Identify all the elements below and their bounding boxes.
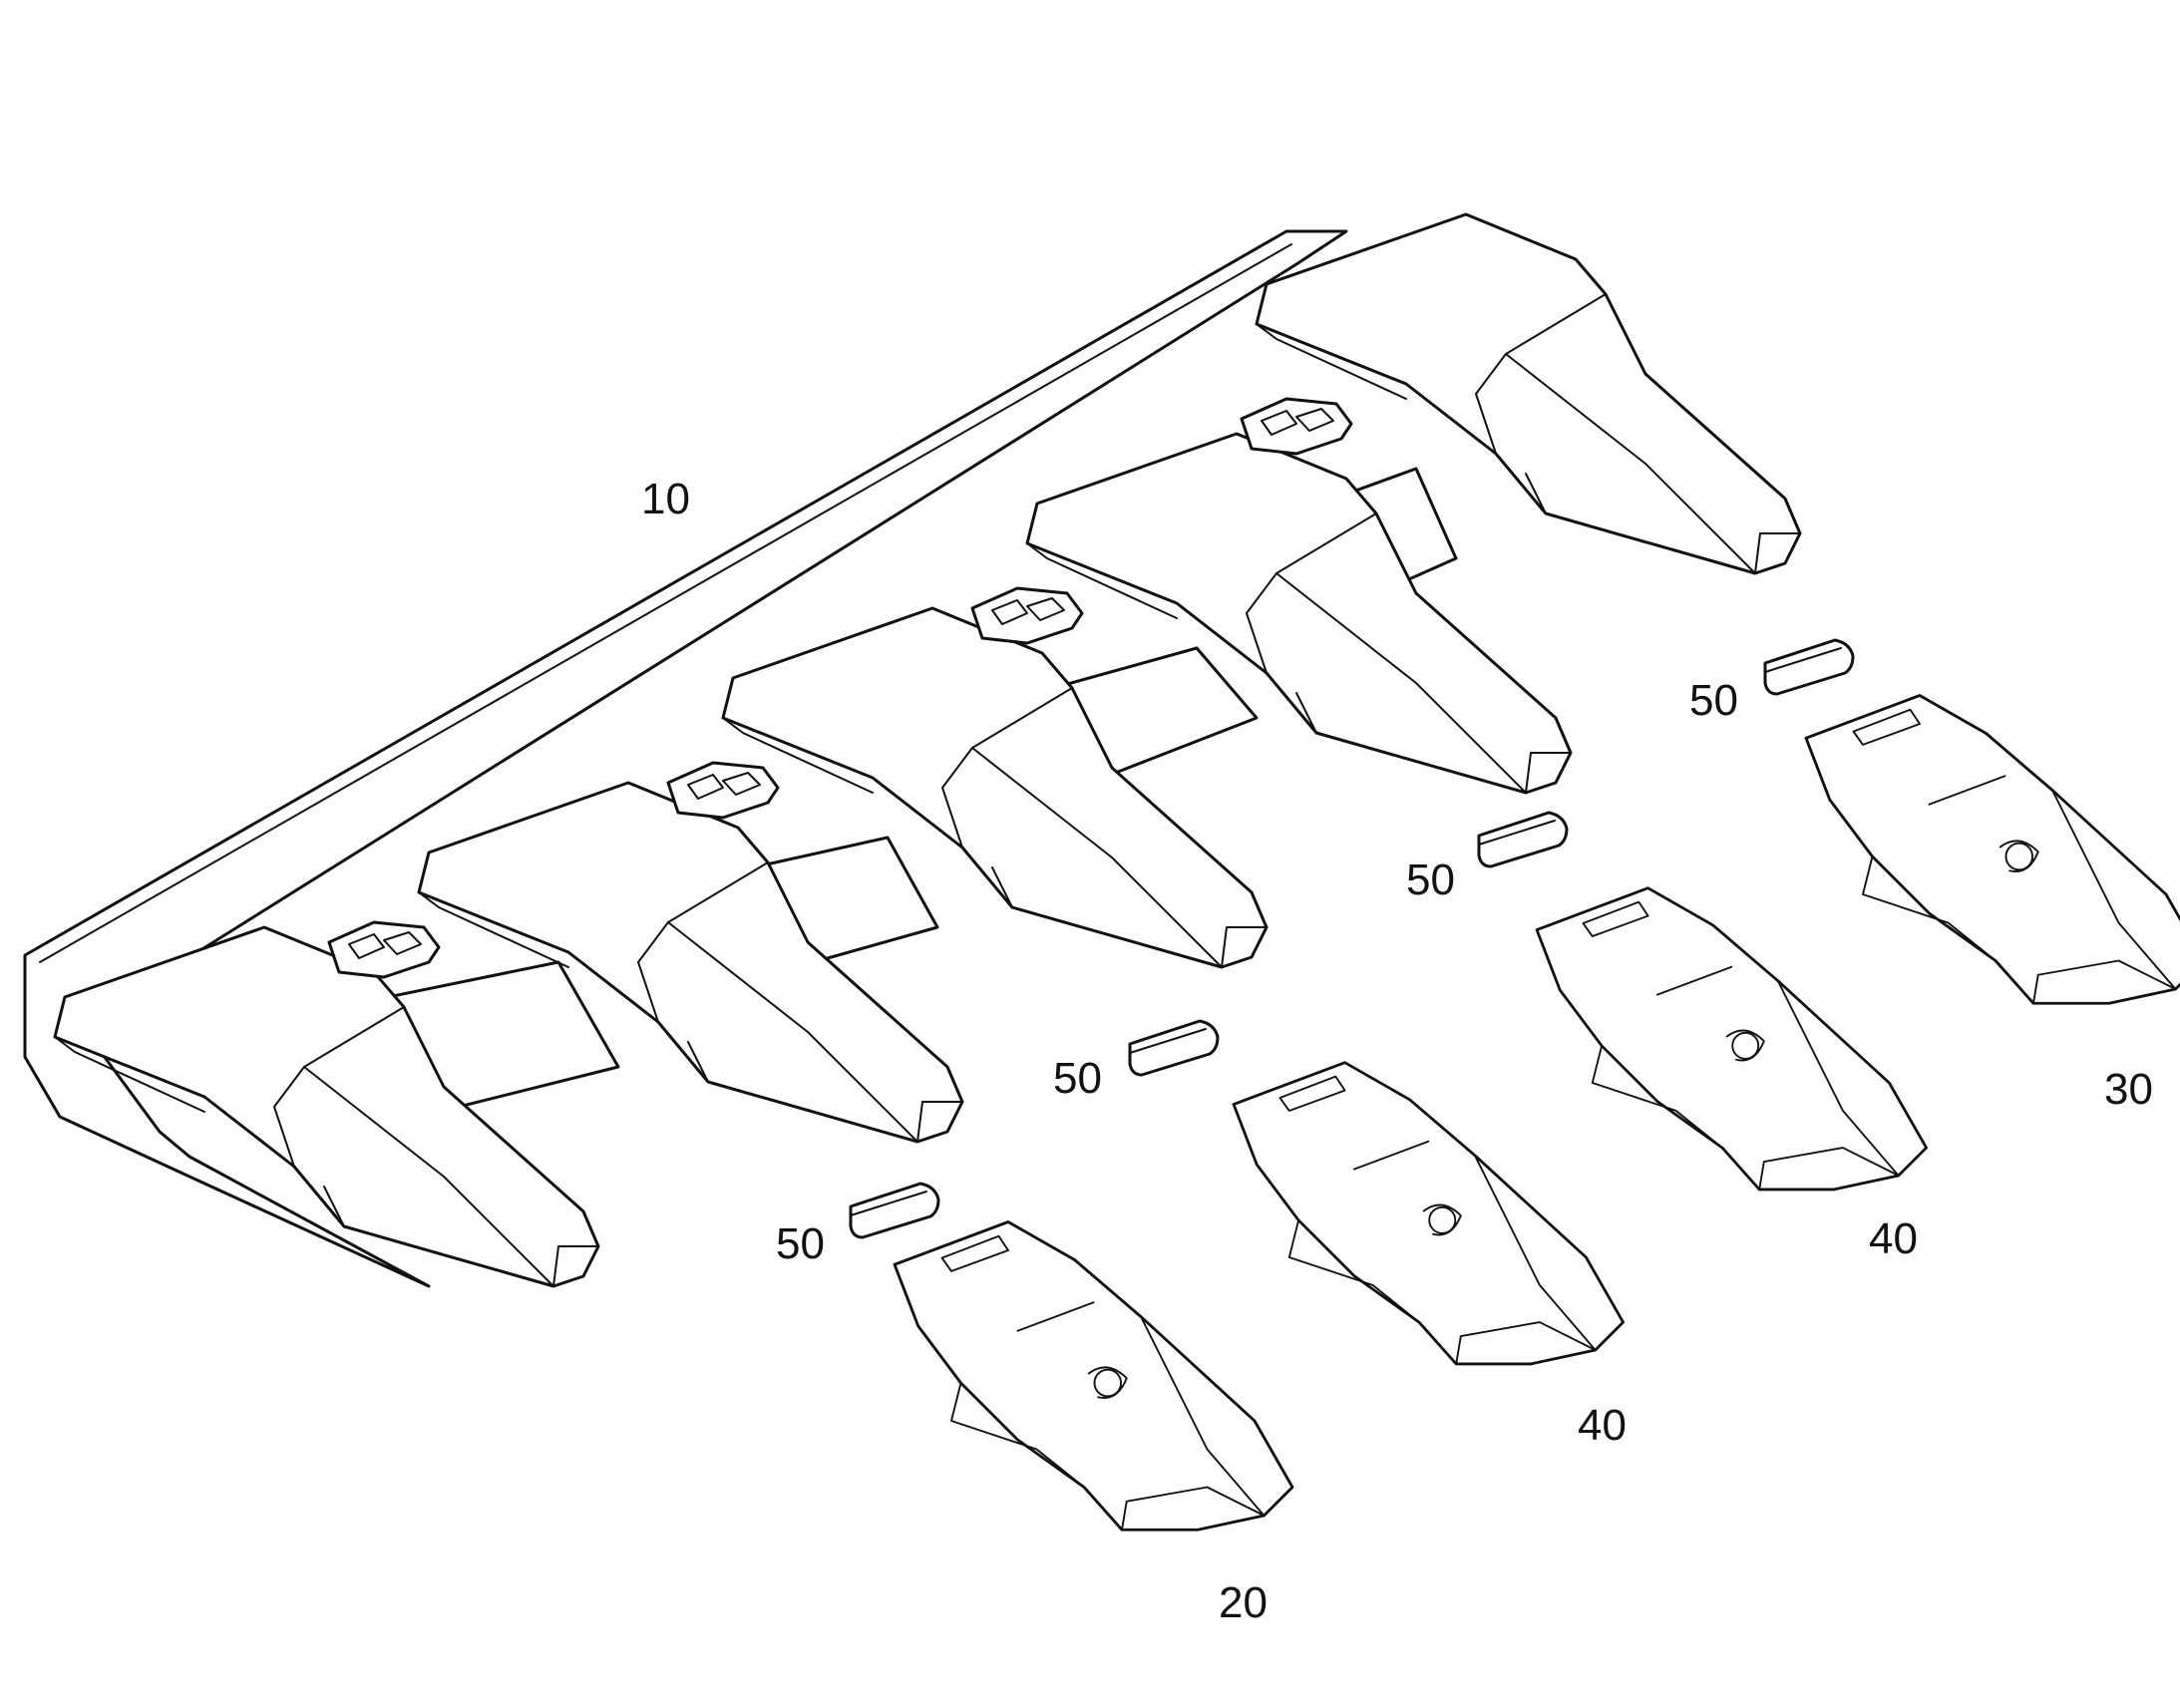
label-middle-tooth: 40: [1869, 1214, 1918, 1263]
retaining-pin: [1477, 811, 1569, 868]
label-end-tooth: 30: [2104, 1065, 2153, 1114]
label-pin: 50: [776, 1219, 825, 1268]
label-pin: 50: [1406, 855, 1455, 904]
label-pin: 50: [1053, 1054, 1102, 1103]
bucket-lip-edge: [39, 243, 1292, 963]
tooth-point-corner: [893, 1220, 1294, 1532]
label-middle-tooth: 40: [1578, 1401, 1627, 1450]
label-corner-tooth: 20: [1219, 1578, 1268, 1627]
label-pin: 50: [1689, 676, 1738, 725]
retaining-pin: [1763, 638, 1855, 696]
label-base: 10: [641, 475, 690, 523]
retaining-pin: [849, 1182, 940, 1239]
bucket-lip: [23, 229, 1348, 1288]
wear-cap: [327, 920, 441, 979]
wear-cap: [970, 586, 1084, 645]
tooth-point: [1535, 886, 1928, 1192]
retaining-pin: [1128, 1019, 1220, 1077]
wear-cap: [666, 761, 780, 820]
wear-cap: [1240, 397, 1353, 456]
tooth-point: [1232, 1061, 1625, 1366]
tooth-point-end: [1804, 694, 2180, 1005]
